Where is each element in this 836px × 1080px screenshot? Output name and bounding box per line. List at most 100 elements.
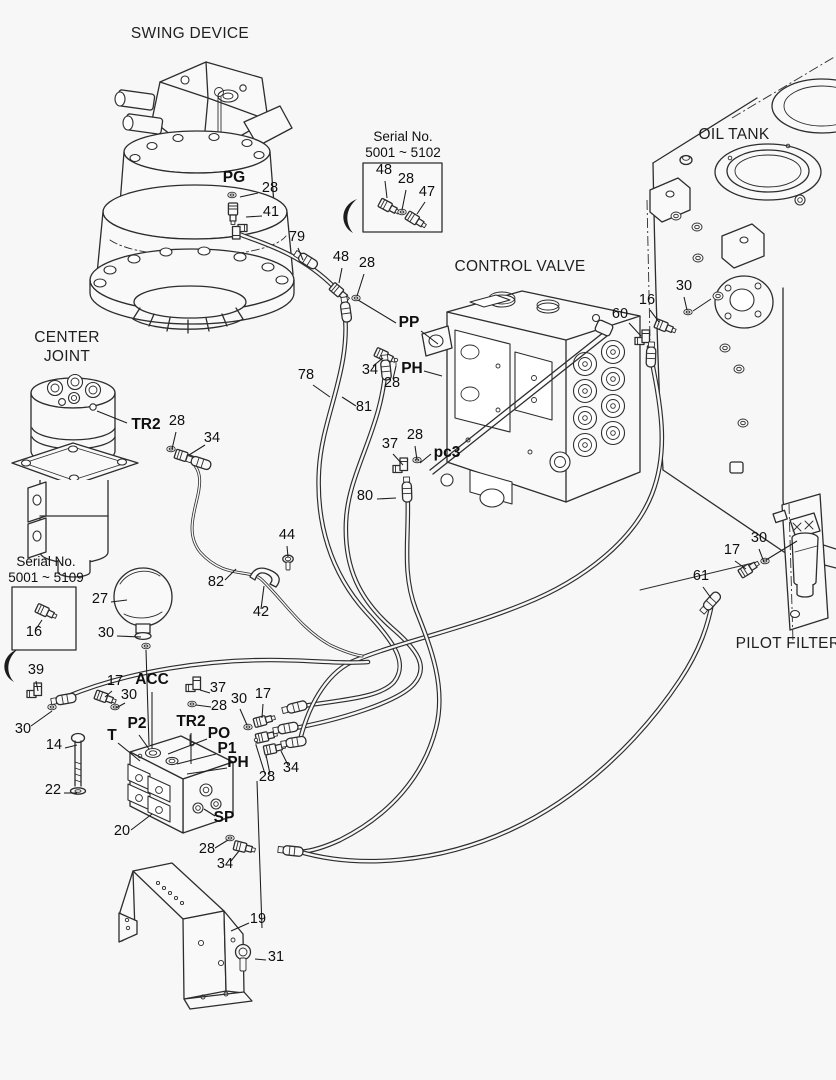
leader-line (214, 839, 229, 849)
part-number-label-82: 82 (208, 574, 224, 590)
part-number-label-44: 44 (279, 527, 295, 543)
hose-81 (287, 357, 424, 732)
leader-line (420, 330, 439, 345)
leader-line (423, 370, 443, 377)
port-label-acc: ACC (135, 671, 169, 688)
part-number-label-81: 81 (356, 399, 372, 415)
part-number-label-30: 30 (751, 530, 767, 546)
hose-60-core (298, 345, 664, 742)
component-title-label: CONTROL VALVE (454, 258, 585, 275)
hose-81-core (288, 358, 422, 731)
mounting-bracket-drawing (118, 862, 253, 1010)
leader-line (338, 267, 343, 284)
leader-line (96, 410, 128, 424)
pilot-filter-drawing (772, 493, 829, 643)
part-number-label-60: 60 (612, 306, 628, 322)
accumulator-drawing (113, 567, 173, 641)
component-title-label: SWING DEVICE (131, 25, 249, 42)
port-label-ph: PH (401, 360, 423, 377)
part-number-label-16: 16 (639, 292, 655, 308)
leader-line (758, 548, 765, 563)
part-number-label-28: 28 (169, 413, 185, 429)
port-label-tr2: TR2 (176, 713, 205, 730)
port-label-sp: SP (214, 809, 235, 826)
leader-line (649, 309, 660, 323)
leader-line (186, 767, 228, 775)
leader-line (297, 247, 304, 261)
leader-lines (30, 180, 798, 961)
port-label-t: T (107, 727, 117, 744)
leader-line (64, 744, 78, 749)
leader-line (171, 431, 177, 450)
leader-line (357, 299, 397, 324)
hoses (63, 231, 715, 864)
hose-79-core (237, 232, 336, 289)
part-number-label-30: 30 (15, 721, 31, 737)
part-number-label-28: 28 (199, 841, 215, 857)
part-number-label-28: 28 (384, 375, 400, 391)
solenoid-manifold-drawing (127, 734, 234, 834)
leader-line (199, 689, 211, 694)
serial-box-top (343, 162, 443, 233)
port-label-pp: PP (399, 314, 420, 331)
leader-line (765, 540, 798, 561)
leader-line (628, 322, 642, 337)
part-number-label-28: 28 (398, 171, 414, 187)
leader-line (683, 296, 688, 311)
leader-line (265, 754, 271, 775)
leader-line (203, 808, 216, 817)
leader-line (376, 497, 397, 500)
leader-line (702, 586, 712, 599)
applicability-arrow-icon (343, 199, 357, 233)
serial-note-label: 5001 ~ 5109 (8, 570, 83, 585)
part-number-label-39: 39 (28, 662, 44, 678)
hose-61 (294, 600, 715, 864)
small-fittings (26, 191, 770, 858)
part-number-label-28: 28 (259, 769, 275, 785)
center-joint-drawing (11, 373, 139, 578)
leader-line (392, 453, 404, 466)
applicability-arrow-icon (4, 649, 18, 682)
part-number-label-34: 34 (217, 856, 233, 872)
leader-line (312, 384, 331, 398)
part-number-label-30: 30 (231, 691, 247, 707)
pilot-line-82-core (186, 457, 363, 657)
part-number-label-20: 20 (114, 823, 130, 839)
part-number-label-30: 30 (676, 278, 692, 294)
port-label-pg: PG (223, 169, 245, 186)
part-number-label-61: 61 (693, 568, 709, 584)
part-number-label-79: 79 (289, 229, 305, 245)
part-number-label-34: 34 (283, 760, 299, 776)
component-title-label: CENTER (34, 329, 100, 346)
part-number-label-27: 27 (92, 591, 108, 607)
pilot-line-82 (185, 456, 364, 658)
serial-box-left (4, 586, 77, 682)
leader-line (35, 619, 43, 630)
leader-line (110, 599, 128, 603)
leader-line (195, 704, 212, 708)
leader-line (224, 568, 237, 581)
leader-line (35, 680, 39, 692)
part-number-label-41: 41 (263, 204, 279, 220)
leader-line (254, 958, 267, 961)
hose-61-core (295, 601, 714, 863)
leader-line (401, 189, 407, 211)
leader-line (145, 649, 150, 746)
leader-line (692, 298, 712, 312)
part-number-label-48: 48 (376, 162, 392, 178)
hose-78-core (301, 303, 401, 708)
leader-line (104, 690, 113, 698)
port-label-p2: P2 (128, 715, 147, 732)
leader-line (176, 753, 217, 765)
part-number-label-17: 17 (107, 673, 123, 689)
part-number-label-34: 34 (204, 430, 220, 446)
port-label-po: PO (208, 725, 230, 742)
leader-line (260, 585, 265, 610)
leader-line (414, 445, 418, 461)
leader-line (372, 357, 384, 367)
leader-line (256, 780, 263, 929)
leader-line (245, 215, 263, 218)
oil-tank-drawing (639, 55, 836, 591)
part-number-label-34: 34 (362, 362, 378, 378)
